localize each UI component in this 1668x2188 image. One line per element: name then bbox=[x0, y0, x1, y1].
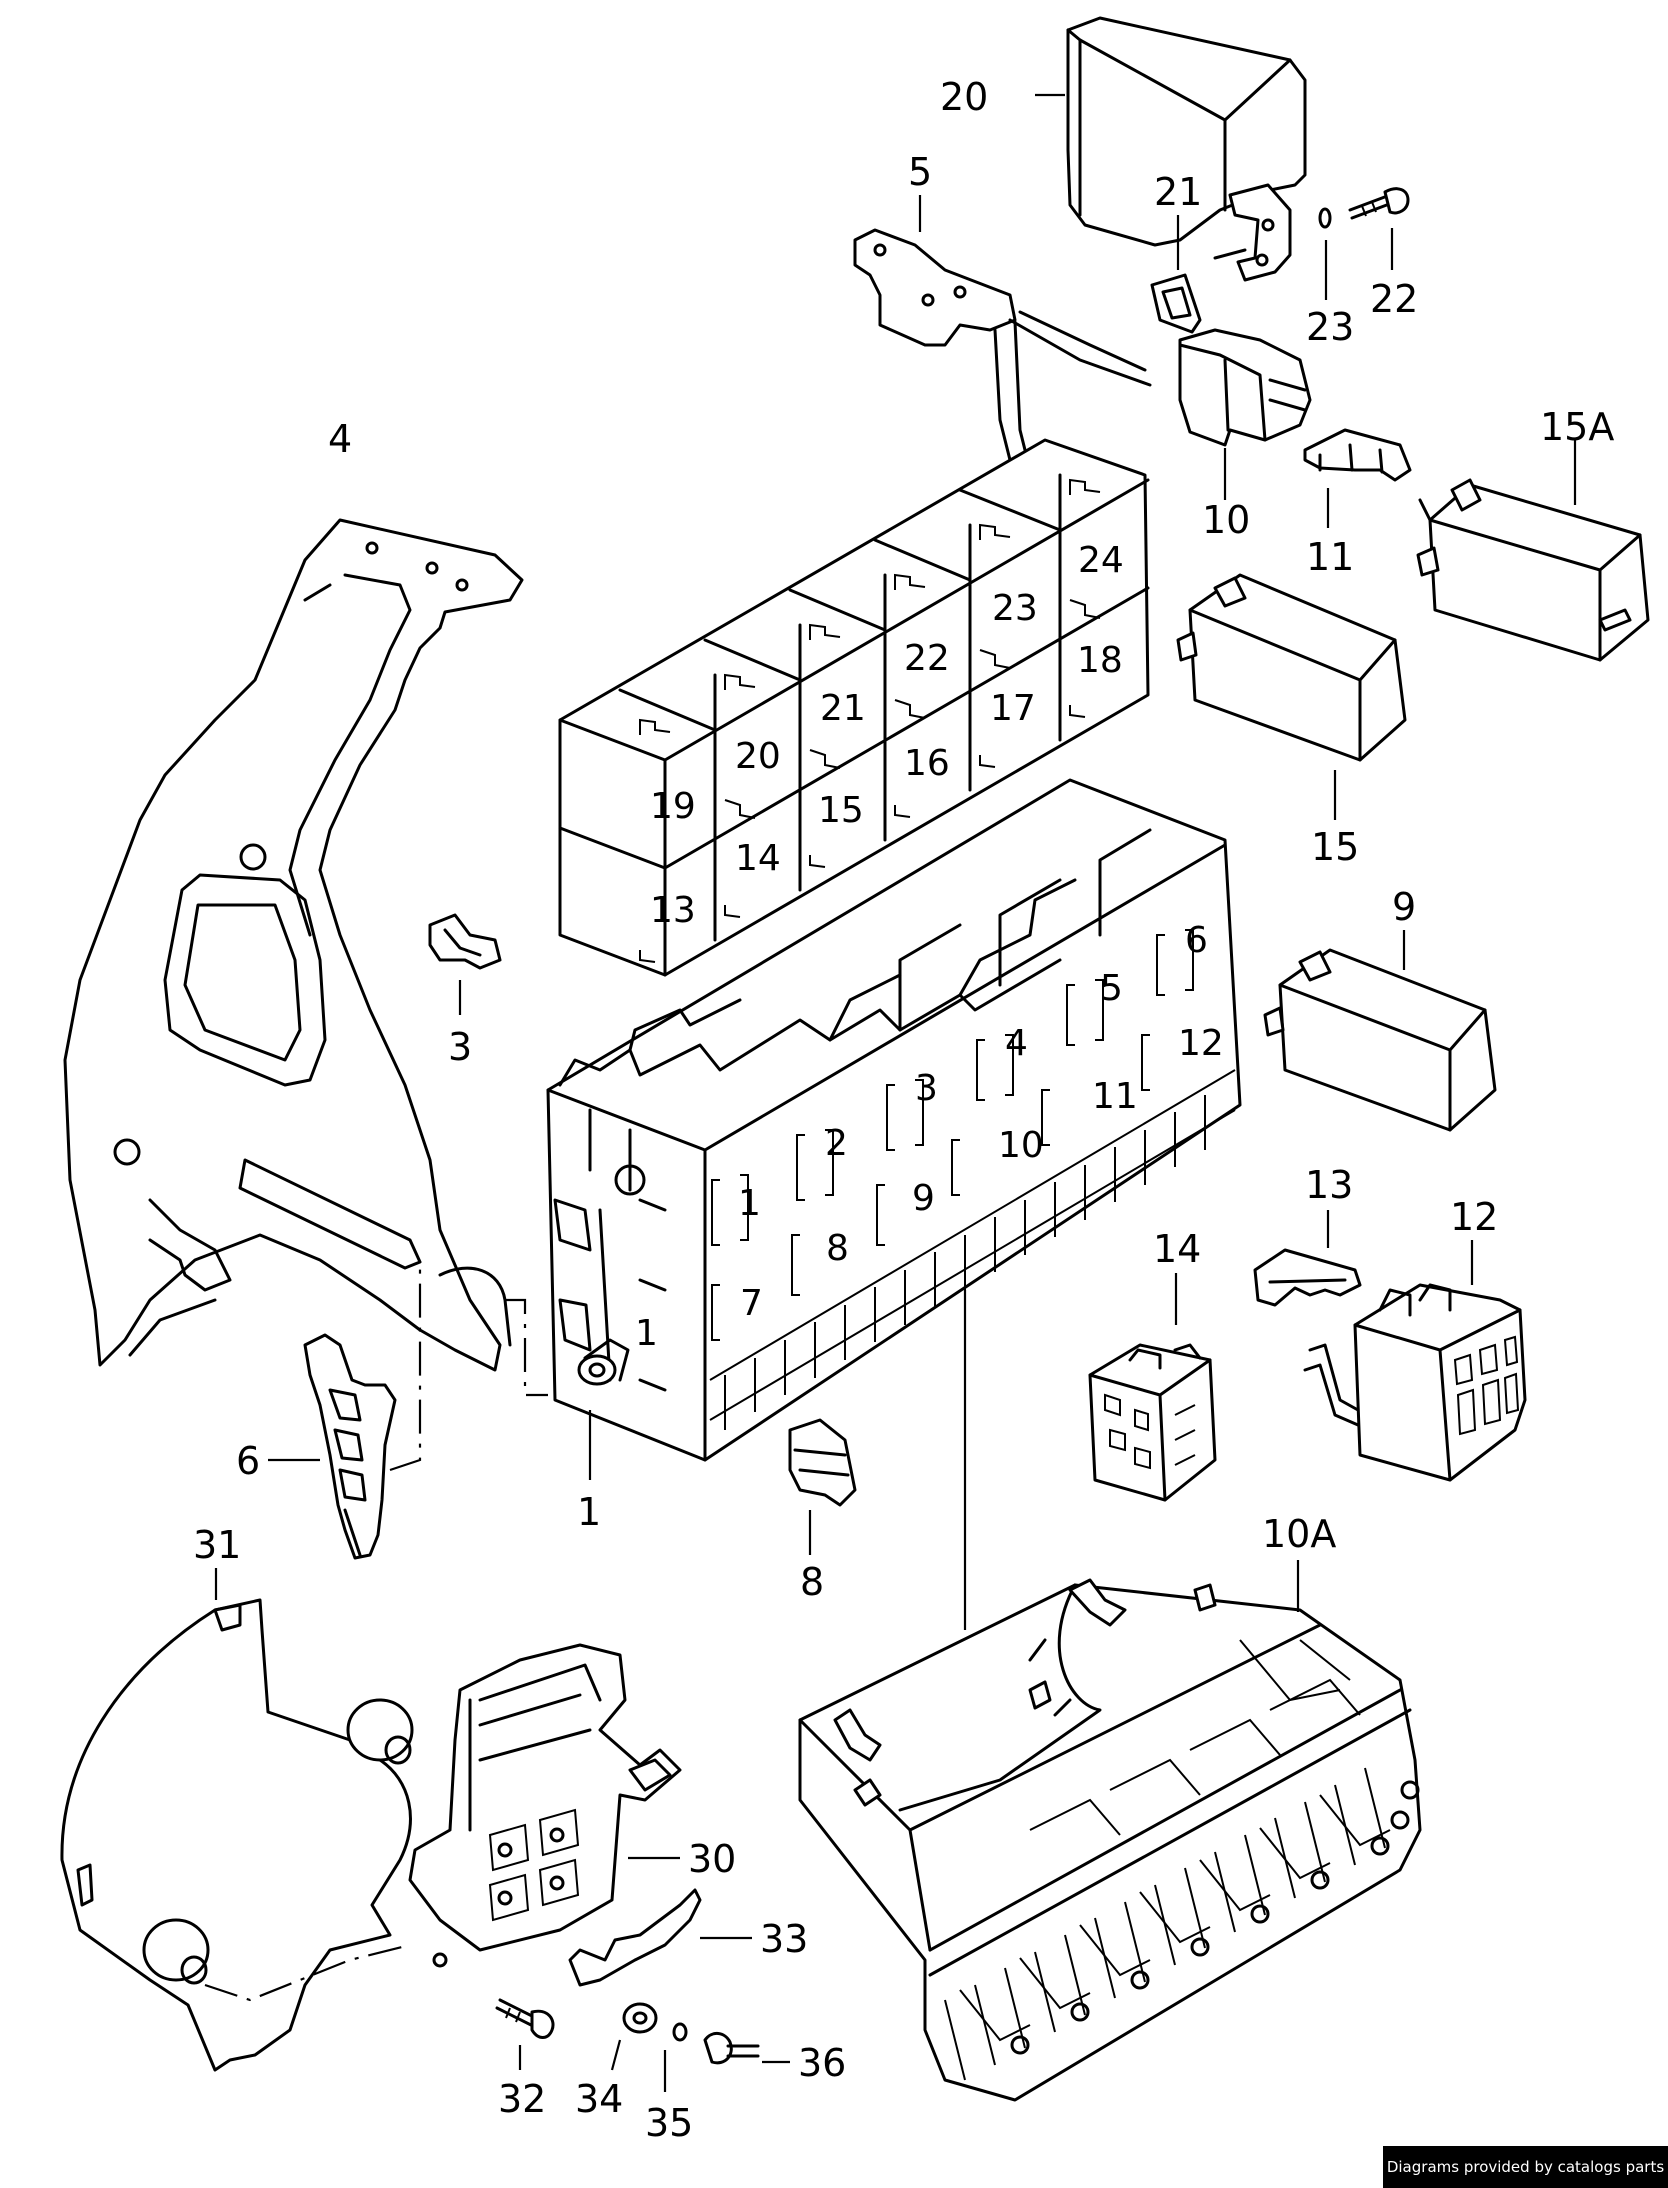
fuse-slot-2: 2 bbox=[825, 1123, 848, 1164]
callout-36: 36 bbox=[798, 2041, 846, 2085]
clip-3 bbox=[428, 913, 502, 1015]
callout-21: 21 bbox=[1154, 170, 1202, 214]
callout-5: 5 bbox=[908, 150, 932, 194]
callout-12: 12 bbox=[1450, 1195, 1498, 1239]
relay-slot-13: 13 bbox=[650, 890, 696, 931]
callout-6: 6 bbox=[236, 1439, 260, 1483]
callout-11: 11 bbox=[1306, 535, 1354, 579]
relay-15 bbox=[1176, 573, 1407, 820]
callout-14: 14 bbox=[1153, 1227, 1201, 1271]
callout-10: 10 bbox=[1202, 498, 1250, 542]
fuse-slot-8: 8 bbox=[826, 1228, 849, 1269]
relay-slot-21: 21 bbox=[820, 688, 866, 729]
callout-15: 15 bbox=[1311, 825, 1359, 869]
housing-mark: 1 bbox=[635, 1313, 658, 1354]
connector-10 bbox=[1178, 328, 1312, 500]
washer-35 bbox=[663, 2022, 688, 2092]
relay-slot-15: 15 bbox=[818, 790, 864, 831]
clip-33 bbox=[568, 1888, 752, 1987]
relay-bracket-30 bbox=[408, 1643, 682, 1968]
fuse-slot-6: 6 bbox=[1185, 920, 1208, 961]
clip-8 bbox=[788, 1418, 857, 1555]
callout-1: 1 bbox=[577, 1490, 601, 1534]
clip-13 bbox=[1253, 1210, 1362, 1307]
clip-21 bbox=[1150, 215, 1202, 334]
clip-6 bbox=[268, 1265, 422, 1560]
callout-33: 33 bbox=[760, 1917, 808, 1961]
relay-15a bbox=[1416, 438, 1650, 662]
fuse-slot-labels: 1 2 3 4 5 6 7 8 9 10 11 12 bbox=[738, 920, 1224, 1324]
fuse-slot-1: 1 bbox=[738, 1183, 761, 1224]
callout-15a: 15A bbox=[1540, 405, 1614, 449]
fuse-housing-1: 1 1 2 3 4 5 6 7 8 9 10 11 12 bbox=[505, 778, 1242, 1480]
relay-slot-24: 24 bbox=[1078, 540, 1124, 581]
callout-30: 30 bbox=[688, 1837, 736, 1881]
callout-13: 13 bbox=[1305, 1163, 1353, 1207]
callout-labels: 1 3 4 5 6 8 9 10 10A 11 12 13 14 15 15A … bbox=[193, 75, 1614, 2145]
relay-slot-19: 19 bbox=[650, 786, 696, 827]
relay-block: 13 14 15 16 17 18 19 20 21 22 23 24 bbox=[558, 438, 1150, 977]
callout-22: 22 bbox=[1370, 277, 1418, 321]
washer-23 bbox=[1318, 207, 1332, 300]
relay-slot-14: 14 bbox=[735, 838, 781, 879]
relay-slot-22: 22 bbox=[904, 638, 950, 679]
harness-cover-31 bbox=[60, 1568, 414, 2072]
fuse-slot-9: 9 bbox=[912, 1178, 935, 1219]
control-unit-20 bbox=[1035, 16, 1307, 282]
mounting-bracket-4 bbox=[63, 518, 524, 1372]
connector-10a bbox=[798, 1560, 1422, 2102]
relay-slot-23: 23 bbox=[992, 588, 1038, 629]
clip-11 bbox=[1303, 428, 1412, 528]
relay-slot-labels: 13 14 15 16 17 18 19 20 21 22 23 24 bbox=[650, 540, 1124, 931]
relay-socket-14 bbox=[1088, 1273, 1217, 1502]
callout-32: 32 bbox=[498, 2077, 546, 2121]
screw-22 bbox=[1348, 187, 1410, 270]
screw-36 bbox=[703, 2032, 790, 2065]
washer-34 bbox=[610, 2002, 658, 2071]
relay-9 bbox=[1263, 930, 1497, 1132]
relay-slot-20: 20 bbox=[735, 736, 781, 777]
bracket-5 bbox=[853, 195, 1152, 472]
relay-slot-17: 17 bbox=[990, 688, 1036, 729]
relay-slot-18: 18 bbox=[1077, 640, 1123, 681]
credit-banner: Diagrams provided by catalogs parts bbox=[1383, 2146, 1668, 2188]
fuse-slot-4: 4 bbox=[1005, 1023, 1028, 1064]
fuse-slot-12: 12 bbox=[1178, 1023, 1224, 1064]
callout-20: 20 bbox=[940, 75, 988, 119]
relay-slot-16: 16 bbox=[904, 743, 950, 784]
callout-10a: 10A bbox=[1262, 1512, 1336, 1556]
fuse-slot-3: 3 bbox=[915, 1068, 938, 1109]
fuse-slot-7: 7 bbox=[740, 1283, 763, 1324]
fuse-slot-5: 5 bbox=[1100, 968, 1123, 1009]
callout-35: 35 bbox=[645, 2101, 693, 2145]
callout-9: 9 bbox=[1392, 885, 1416, 929]
callout-23: 23 bbox=[1306, 305, 1354, 349]
screw-32 bbox=[495, 1998, 555, 2070]
fuse-slot-11: 11 bbox=[1092, 1076, 1138, 1117]
callout-8: 8 bbox=[800, 1560, 824, 1604]
fuse-slot-10: 10 bbox=[998, 1125, 1044, 1166]
callout-4: 4 bbox=[328, 417, 352, 461]
callout-3: 3 bbox=[448, 1025, 472, 1069]
relay-carrier-12 bbox=[1303, 1240, 1527, 1482]
callout-34: 34 bbox=[575, 2077, 623, 2121]
callout-31: 31 bbox=[193, 1523, 241, 1567]
